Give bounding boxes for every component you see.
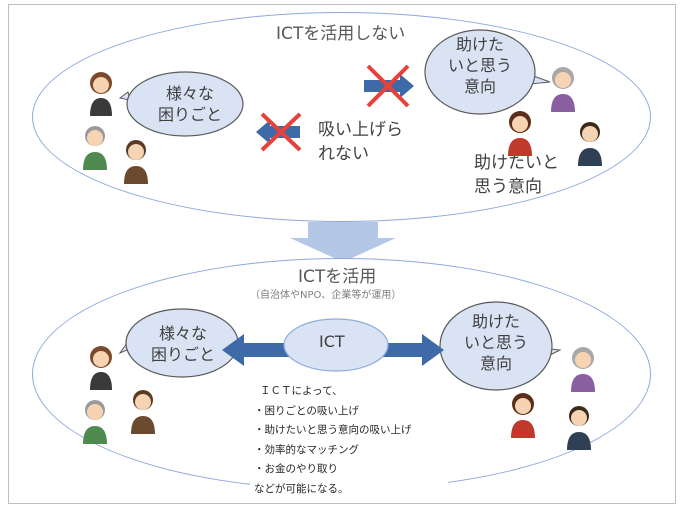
benefit-line: などが可能になる。 [254, 482, 349, 495]
benefit-line: ＩＣＴによって、 [260, 385, 343, 397]
top-right-speech-bubble [424, 29, 551, 115]
person-woman-red-icon [508, 111, 532, 156]
blocked-arrow-left [256, 112, 302, 152]
person-woman-icon [90, 346, 112, 390]
person-man-icon [124, 140, 148, 184]
help-line: 助けたいと [474, 153, 559, 173]
person-elder-woman-icon [571, 347, 595, 392]
help-intent-text: 助けたいと 思う意向 [474, 151, 559, 199]
person-woman-red-icon [511, 393, 535, 438]
bubble-line: 意向 [479, 354, 512, 373]
bubble-line: 助けた [455, 35, 504, 54]
ict-ellipse [283, 318, 389, 372]
bottom-right-bubble-text: 助けた いと思う 意向 [448, 311, 544, 374]
bubble-line: 様々な [165, 84, 214, 103]
bottom-subtitle: （自治体やNPO、企業等が運用） [250, 290, 402, 301]
ict-label: ICT [319, 332, 345, 351]
bubble-line: いと思う [447, 56, 512, 75]
benefit-line: ・効率的なマッチング [254, 443, 359, 456]
bottom-title: ICTを活用 [298, 267, 377, 287]
person-elder-man-icon [83, 126, 107, 170]
blocked-text: 吸い上げら れない [318, 118, 403, 166]
blocked-line: れない [318, 144, 369, 164]
bubble-line: いと思う [463, 333, 528, 352]
person-elder-woman-icon [551, 67, 575, 112]
person-man-suit-icon [578, 122, 602, 166]
bottom-left-bubble-text: 様々な 困りごと [138, 323, 228, 365]
help-line: 思う意向 [474, 177, 542, 197]
person-man-suit-icon [567, 406, 591, 450]
bottom-right-speech-bubble [439, 301, 562, 391]
benefit-line: ・助けたいと思う意向の吸い上げ [254, 424, 412, 436]
bubble-line: 助けた [471, 312, 520, 331]
person-woman-icon [90, 72, 112, 116]
transition-down-arrow [290, 222, 396, 262]
blocked-line: 吸い上げら [318, 120, 403, 140]
bubble-line: 意向 [463, 77, 496, 96]
benefit-line: ・お金のやり取り [254, 463, 338, 475]
bubble-line: 困りごと [157, 105, 222, 124]
ict-benefits-list: ＩＣＴによって、 ・困りごとの吸い上げ ・助けたいと思う意向の吸い上げ ・効率的… [250, 380, 448, 501]
diagram-frame [8, 4, 676, 504]
top-right-bubble-text: 助けた いと思う 意向 [430, 34, 530, 97]
top-title: ICTを活用しない [276, 24, 406, 44]
benefit-line: ・困りごとの吸い上げ [254, 404, 359, 417]
top-left-speech-bubble [118, 71, 244, 137]
blocked-arrow-right [364, 64, 414, 108]
bubble-line: 様々な [158, 324, 207, 343]
top-left-bubble-text: 様々な 困りごと [145, 83, 235, 125]
person-elder-man-icon [83, 400, 107, 444]
person-man-icon [131, 390, 155, 434]
bubble-line: 困りごと [150, 345, 215, 364]
